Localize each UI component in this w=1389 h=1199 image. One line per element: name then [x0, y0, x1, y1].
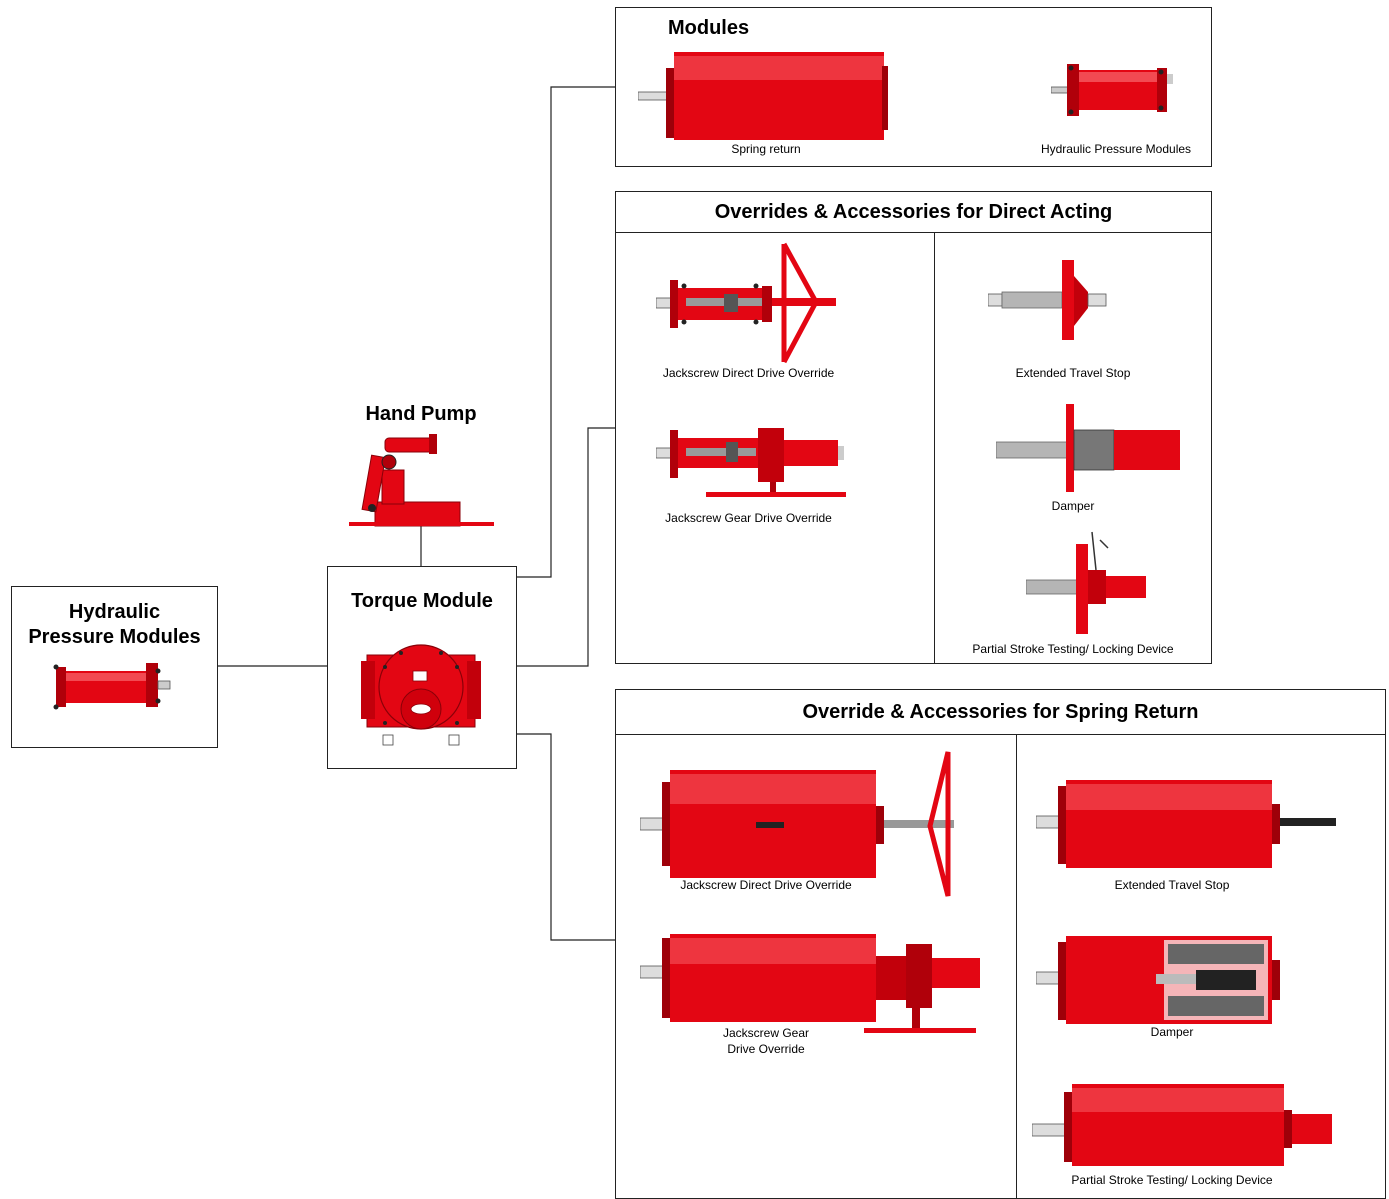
- hydraulic-cylinder-icon: [53, 663, 171, 710]
- torque-module-icon: [361, 644, 481, 746]
- modules-item-label: Spring return: [731, 142, 801, 156]
- spring-right-item-label: Extended Travel Stop: [1114, 878, 1230, 892]
- spring-jackscrew-direct-drive-icon: [640, 751, 954, 897]
- jackscrew-direct-drive-icon: [656, 242, 836, 364]
- partial-stroke-testing-icon: [1026, 531, 1146, 634]
- hand-pump-icon: [349, 434, 494, 527]
- spring-right-item-label: Partial Stroke Testing/ Locking Device: [1071, 1173, 1273, 1187]
- hydraulic-cylinder-icon: [1051, 64, 1173, 116]
- direct-right-item-label: Extended Travel Stop: [1015, 366, 1131, 380]
- jackscrew-gear-drive-icon: [656, 428, 846, 497]
- spring-extended-travel-stop-icon: [1036, 780, 1336, 868]
- divider: [934, 232, 935, 663]
- spring-return-accessories-box: Override & Accessories for Spring Return…: [615, 689, 1386, 1199]
- divider: [616, 232, 1211, 233]
- torque-module-title: Torque Module: [351, 590, 493, 612]
- direct-right-item-label: Damper: [1051, 499, 1095, 513]
- extended-travel-stop-icon: [988, 260, 1107, 340]
- direct-left-item-label: Jackscrew Direct Drive Override: [662, 366, 835, 380]
- spring-left-item-label: Jackscrew Gear Drive Override: [722, 1026, 810, 1056]
- modules-item-label: Hydraulic Pressure Modules: [1040, 142, 1192, 156]
- modules-title: Modules: [668, 17, 750, 39]
- spring-jackscrew-gear-drive-icon: [640, 934, 980, 1033]
- damper-icon: [996, 404, 1180, 492]
- hydraulic-pressure-modules-box: Hydraulic Pressure Modules: [11, 586, 218, 748]
- spring-return-title: Override & Accessories for Spring Return: [802, 701, 1199, 723]
- direct-left-item-label: Jackscrew Gear Drive Override: [665, 511, 832, 525]
- direct-acting-accessories-box: Overrides & Accessories for Direct Actin…: [615, 191, 1212, 664]
- spring-damper-icon: [1036, 936, 1280, 1024]
- modules-box: Modules Spring return Hydraulic Pressure…: [615, 7, 1212, 167]
- hydraulic-box-title: Hydraulic Pressure Modules: [28, 601, 201, 648]
- divider: [616, 734, 1385, 735]
- direct-acting-title: Overrides & Accessories for Direct Actin…: [714, 201, 1113, 223]
- divider: [1016, 734, 1017, 1198]
- direct-right-item-label: Partial Stroke Testing/ Locking Device: [972, 642, 1174, 656]
- hand-pump-title: Hand Pump: [365, 403, 477, 425]
- spring-partial-stroke-testing-icon: [1032, 1084, 1332, 1166]
- spring-right-item-label: Damper: [1150, 1025, 1194, 1039]
- torque-module-box: Torque Module: [327, 566, 517, 769]
- spring-return-cylinder-icon: [638, 52, 888, 140]
- spring-left-item-label: Jackscrew Direct Drive Override: [680, 878, 852, 892]
